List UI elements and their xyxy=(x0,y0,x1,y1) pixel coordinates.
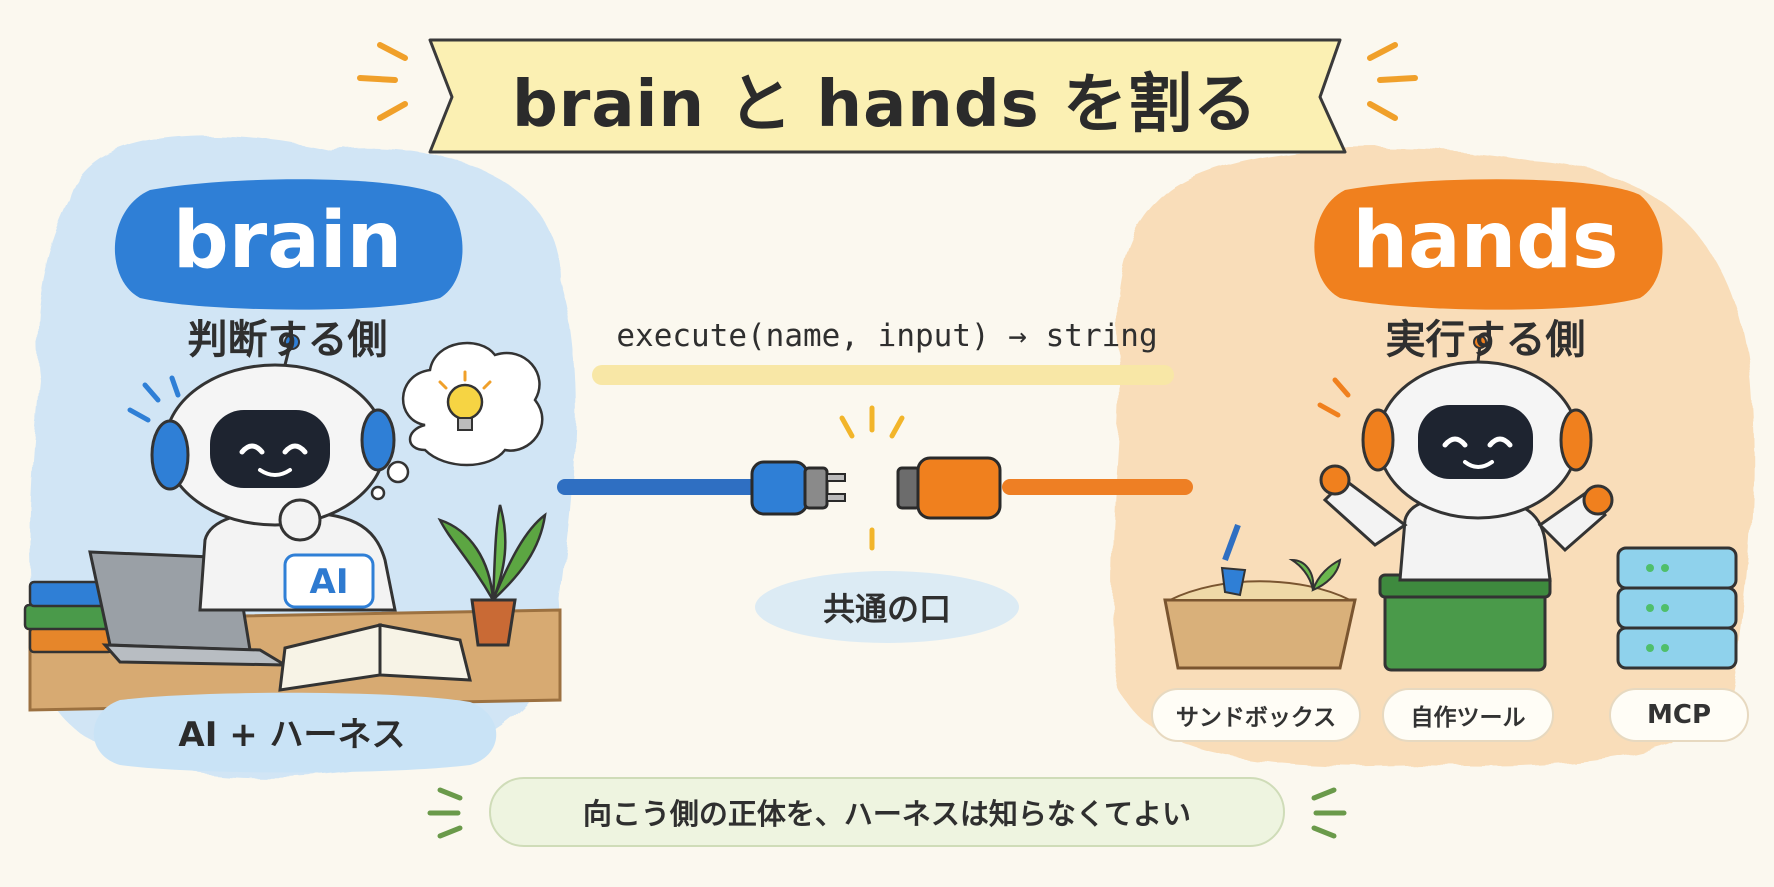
common-bubble xyxy=(755,571,1019,643)
interface-signature: execute(name, input) → string xyxy=(616,318,1158,354)
hands-excite-marks xyxy=(1317,377,1351,418)
brain-robot xyxy=(150,334,397,612)
tool-chip-mcp: MCP xyxy=(1646,700,1711,730)
mcp-server xyxy=(1616,546,1738,670)
title-banner xyxy=(428,38,1347,154)
tool-chip-bg-2 xyxy=(1382,688,1554,742)
footer-sparkle-right xyxy=(1311,787,1347,839)
title-sparkle-left xyxy=(357,42,408,121)
footer-sparkle-left xyxy=(427,787,463,839)
tool-chip-bg-3 xyxy=(1609,688,1749,742)
robot-chest-label: AI xyxy=(309,562,349,602)
footer-bubble xyxy=(489,777,1285,847)
brain-subtitle: 判断する側 xyxy=(187,317,388,363)
open-book xyxy=(278,623,472,692)
signature-highlight xyxy=(592,365,1174,385)
hands-heading: hands xyxy=(1352,196,1619,286)
title-sparkle-right xyxy=(1367,42,1418,121)
interface-caption: 共通の口 xyxy=(822,590,951,628)
footer-message: 向こう側の正体を、ハーネスは知らなくてよい xyxy=(582,797,1192,831)
tool-chip-bg-1 xyxy=(1151,688,1361,742)
brain-pill xyxy=(114,179,463,310)
lightbulb-icon xyxy=(438,370,492,431)
orange-socket xyxy=(896,456,1002,520)
blue-plug xyxy=(750,460,846,516)
plant xyxy=(437,504,547,647)
tool-chip-sandbox: サンドボックス xyxy=(1175,705,1337,731)
sandbox xyxy=(1163,523,1357,670)
hands-pill xyxy=(1314,179,1663,310)
connection-sparkle xyxy=(839,405,905,551)
hands-robot xyxy=(1319,335,1614,582)
brain-label: AI + ハーネス xyxy=(178,714,406,755)
brain-excite-marks xyxy=(127,375,181,423)
page-title: brain と hands を割る xyxy=(511,68,1259,142)
tool-chip-custom: 自作ツール xyxy=(1410,705,1526,731)
brain-heading: brain xyxy=(172,196,403,286)
hands-subtitle: 実行する側 xyxy=(1385,317,1586,363)
brain-label-pill xyxy=(93,692,497,773)
